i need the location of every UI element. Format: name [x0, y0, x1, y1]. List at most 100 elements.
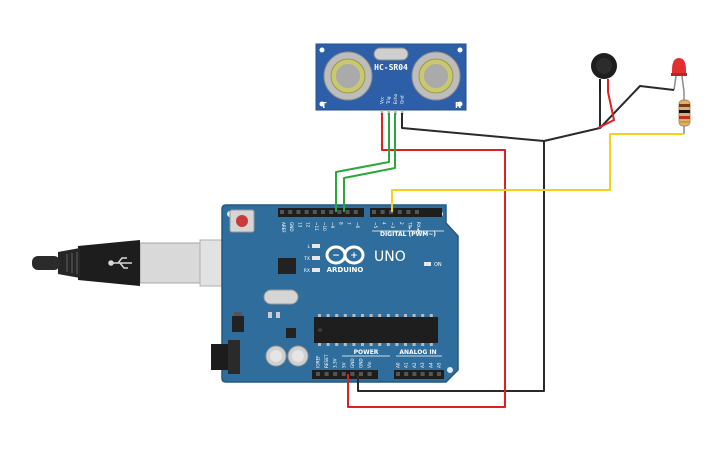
- top-pin-label: ~5: [373, 222, 378, 229]
- top-pin-label: GND: [289, 222, 294, 232]
- top-pin-socket[interactable]: [397, 210, 402, 214]
- top-pin-socket[interactable]: [353, 210, 358, 214]
- bottom-pin-socket[interactable]: [359, 372, 363, 376]
- voltage-regulator: [232, 316, 244, 332]
- power-label: POWER: [354, 349, 379, 356]
- top-pin-label: ~11: [314, 222, 319, 231]
- capacitor-1: [265, 345, 287, 367]
- bottom-pin-label: A0: [396, 362, 401, 368]
- sensor-pin-label: Echo: [393, 93, 398, 104]
- top-pin-socket[interactable]: [406, 210, 411, 214]
- bottom-pin-label: A2: [412, 362, 417, 368]
- bottom-pin-socket[interactable]: [404, 372, 409, 376]
- bottom-pin-socket[interactable]: [333, 372, 338, 376]
- sensor-corner-left-label: T: [321, 101, 327, 110]
- bottom-pin-label: RESET: [324, 354, 329, 368]
- top-pin-socket[interactable]: [280, 210, 284, 214]
- top-pin-label: 13: [297, 222, 302, 228]
- bottom-pin-label: IOREF: [316, 355, 321, 368]
- bottom-pin-socket[interactable]: [428, 372, 433, 376]
- top-pin-label: 12: [306, 222, 311, 228]
- top-pin-label: ~3: [390, 222, 395, 229]
- top-pin-label: 4: [382, 222, 387, 225]
- digital-label: DIGITAL (PWM~): [380, 231, 436, 238]
- top-pin-label: TX▸1: [407, 221, 412, 233]
- top-pin-label: AREF: [281, 222, 286, 233]
- wire-trig: [335, 113, 390, 212]
- usb-cable-end: [32, 256, 60, 270]
- top-pin-socket[interactable]: [296, 210, 301, 214]
- bottom-pin-socket[interactable]: [350, 372, 355, 376]
- bottom-pin-label: GND: [350, 358, 355, 368]
- top-pin-socket[interactable]: [312, 210, 317, 214]
- sensor-pins: [380, 110, 404, 115]
- status-led: [312, 268, 320, 272]
- svg-text:−: −: [332, 251, 340, 261]
- bottom-pin-label: A5: [437, 362, 442, 368]
- digital-header-low: [370, 208, 442, 217]
- bottom-pin-sockets: [316, 372, 441, 376]
- sensor-pin[interactable]: [387, 110, 390, 115]
- top-pin-socket[interactable]: [380, 210, 385, 214]
- sensor-model-label: HC-SR04: [374, 63, 408, 72]
- reset-button[interactable]: [229, 209, 255, 233]
- top-pin-label: ~9: [330, 222, 335, 229]
- top-pin-socket[interactable]: [337, 210, 342, 214]
- status-led-label: TX: [303, 256, 310, 262]
- bottom-pin-socket[interactable]: [437, 372, 441, 376]
- usb-symbol-icon: [108, 257, 132, 269]
- bottom-pin-socket[interactable]: [412, 372, 417, 376]
- analog-header: [394, 370, 444, 379]
- sensor-crystal: [373, 47, 409, 61]
- bottom-pin-label: 5V: [341, 362, 346, 368]
- top-pin-label: RX◂0: [416, 222, 421, 233]
- resistor: [678, 92, 691, 134]
- bottom-pin-socket[interactable]: [420, 372, 425, 376]
- vibration-motor: [591, 53, 617, 92]
- bottom-pin-socket[interactable]: [367, 372, 372, 376]
- power-led: [424, 262, 431, 266]
- sensor-pin-label: Vcc: [380, 96, 385, 104]
- top-pin-socket[interactable]: [321, 210, 325, 214]
- on-label: ON: [434, 262, 442, 268]
- top-pin-label: 8: [338, 222, 343, 225]
- bottom-pin-label: 3.3V: [333, 358, 338, 368]
- sensor-pin[interactable]: [394, 110, 397, 115]
- arduino-brand-label: ARDUINO: [327, 266, 364, 274]
- top-pin-socket[interactable]: [372, 210, 376, 214]
- top-pin-label: 7: [347, 222, 352, 225]
- sensor-corner-right-label: R: [455, 101, 461, 110]
- top-pin-label: ~6: [355, 222, 360, 229]
- wire-gnd: [357, 113, 545, 392]
- sensor-pin[interactable]: [380, 110, 384, 115]
- status-led-label: RX: [304, 268, 310, 274]
- dc-power-jack: [211, 340, 240, 374]
- top-pin-socket[interactable]: [345, 210, 350, 214]
- top-pin-socket[interactable]: [329, 210, 334, 214]
- bottom-pin-socket[interactable]: [324, 372, 329, 376]
- top-pin-socket[interactable]: [288, 210, 293, 214]
- crystal-oscillator: [263, 289, 299, 305]
- wire-vcc: [347, 113, 506, 408]
- bottom-pin-socket[interactable]: [396, 372, 400, 376]
- wire-signal: [391, 133, 684, 212]
- wires: [335, 85, 684, 408]
- bottom-pin-socket[interactable]: [316, 372, 320, 376]
- wire-gnd-branch: [543, 92, 601, 142]
- ultrasonic-receiver: [411, 51, 461, 101]
- top-pin-socket[interactable]: [304, 210, 309, 214]
- bottom-pin-label: A1: [404, 362, 409, 368]
- svg-text:+: +: [350, 251, 358, 261]
- ultrasonic-transmitter: [323, 51, 373, 101]
- bottom-pin-socket[interactable]: [341, 372, 346, 376]
- bottom-pin-label: A3: [420, 362, 425, 368]
- top-pin-socket[interactable]: [415, 210, 419, 214]
- bottom-pin-label: Vin: [367, 361, 372, 368]
- sensor-pin[interactable]: [400, 110, 404, 115]
